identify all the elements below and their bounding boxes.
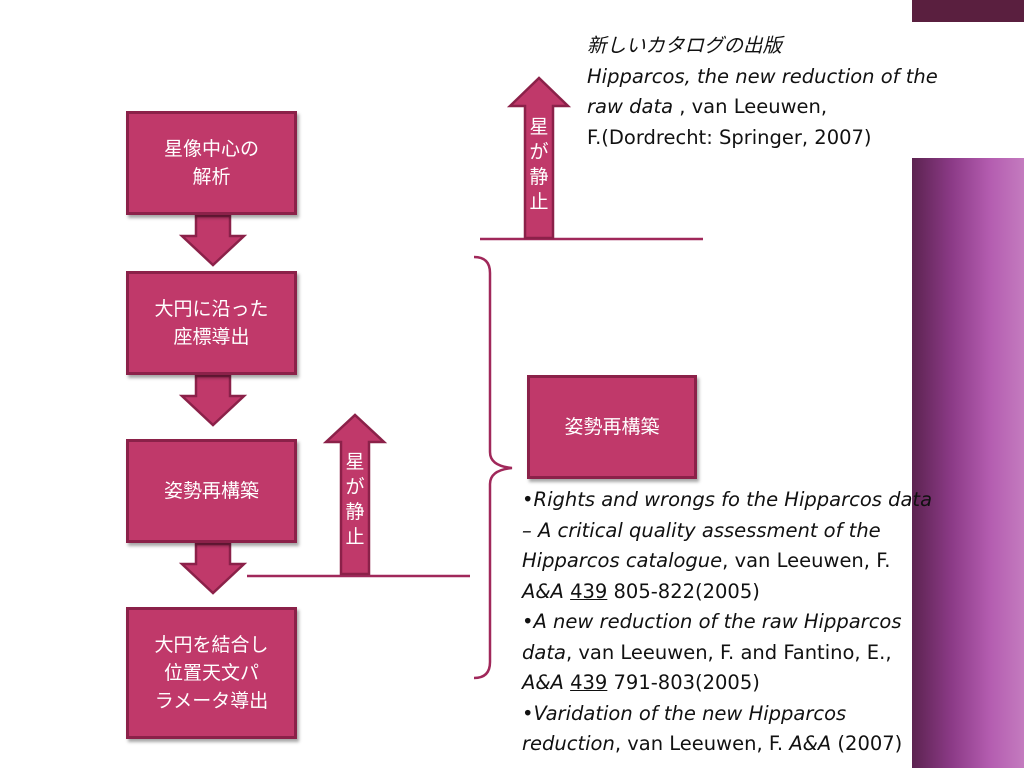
down-arrow-2 [178, 374, 248, 427]
decorative-side-band [912, 158, 1024, 768]
flow-step-great-circle: 大円に沿った 座標導出 [126, 271, 297, 375]
up-arrow-lower [322, 413, 388, 576]
note-line-2: Hipparcos, the new reduction of the [587, 64, 938, 88]
reference-1-line-4: A&A 439 805-822(2005) [522, 579, 760, 603]
reference-list: •Rights and wrongs fo the Hipparcos data… [522, 485, 932, 760]
attitude-reconstruction-box: 姿勢再構築 [527, 375, 697, 479]
decorative-top-bar [912, 0, 1024, 22]
reference-2-line-2: data, van Leeuwen, F. and Fantino, E., [522, 640, 892, 664]
catalogue-publication-note: 新しいカタログの出版 Hipparcos, the new reduction … [587, 31, 938, 153]
reference-3-line-1: •Varidation of the new Hipparcos [522, 701, 847, 725]
up-arrow-lower-label-1: 星 [345, 451, 364, 473]
up-arrow-upper-label-3: 静 [529, 166, 548, 188]
up-arrow-upper-label-1: 星 [529, 116, 548, 138]
down-arrow-1 [178, 214, 248, 267]
reference-2-line-3: A&A 439 791-803(2005) [522, 671, 760, 694]
reference-3-line-2: reduction, van Leeuwen, F. A&A (2007) [522, 732, 903, 755]
up-arrow-upper-label-2: が [529, 141, 548, 163]
up-arrow-upper-label-4: 止 [529, 191, 548, 213]
up-arrow-lower-label-4: 止 [345, 526, 364, 548]
right-brace [473, 255, 513, 680]
note-heading: 新しいカタログの出版 [587, 34, 783, 57]
reference-1-line-1: •Rights and wrongs fo the Hipparcos data [522, 488, 933, 511]
note-line-3: raw data , van Leeuwen, [587, 95, 828, 118]
reference-2-line-1: •A new reduction of the raw Hipparcos [522, 610, 902, 633]
flow-step-centroiding: 星像中心の 解析 [126, 111, 297, 215]
up-arrow-lower-label-3: 静 [345, 501, 364, 523]
up-arrow-upper [506, 76, 572, 240]
reference-1-line-2: – A critical quality assessment of the [522, 518, 881, 542]
note-line-4: F.(Dordrecht: Springer, 2007) [587, 125, 872, 149]
flow-step-attitude: 姿勢再構築 [126, 439, 297, 543]
flow-step-astrometric-params: 大円を結合し 位置天文パ ラメータ導出 [126, 607, 297, 739]
down-arrow-3 [178, 542, 248, 595]
reference-1-line-3: Hipparcos catalogue, van Leeuwen, F. [522, 549, 891, 572]
up-arrow-lower-label-2: が [345, 476, 364, 498]
